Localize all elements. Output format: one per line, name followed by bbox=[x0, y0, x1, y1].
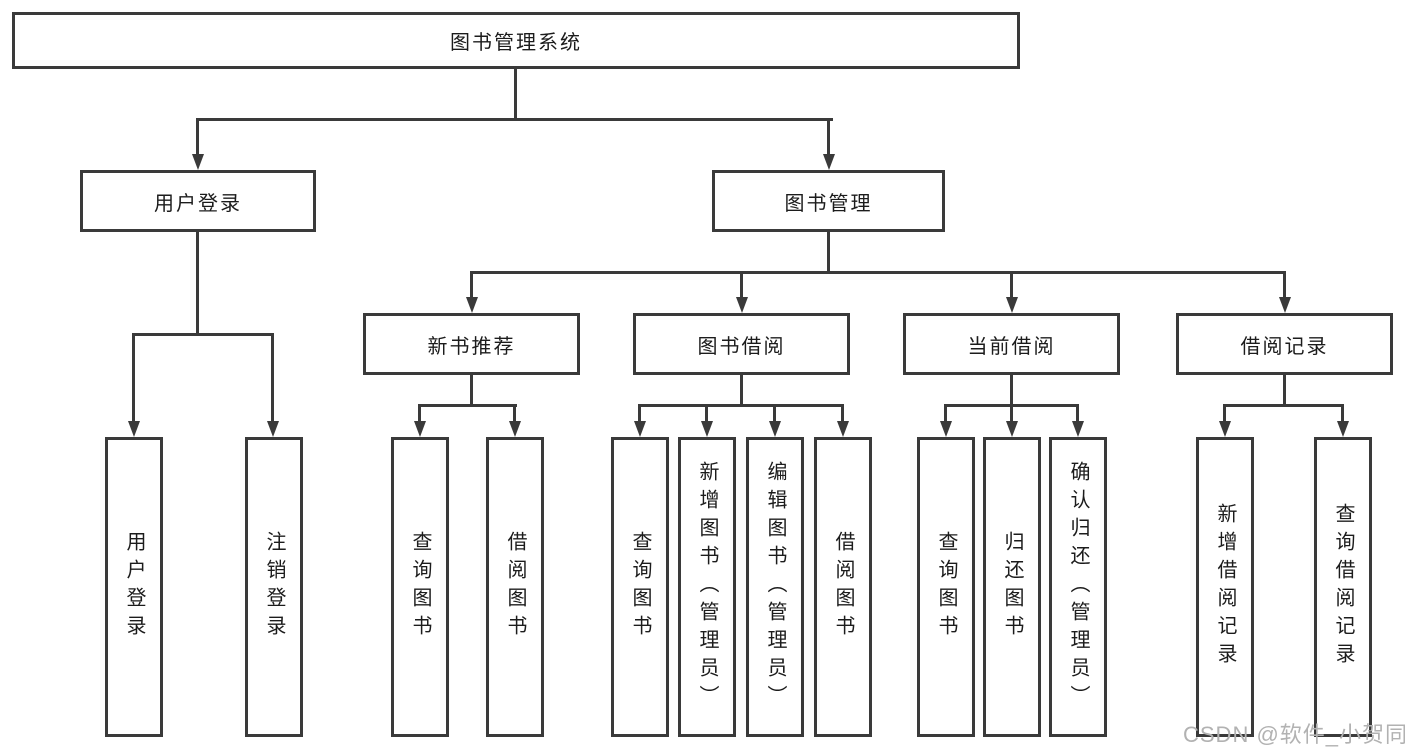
node-borrow-books-borrow: 借阅图书 bbox=[814, 437, 872, 737]
node-borrow-record: 借阅记录 bbox=[1176, 313, 1393, 375]
node-query-borrow-record: 查询借阅记录 bbox=[1314, 437, 1372, 737]
node-add-book-admin-label: 新增图书（管理员） bbox=[696, 461, 718, 713]
node-logout-leaf: 注销登录 bbox=[245, 437, 303, 737]
arrow-to-current-borrow bbox=[1010, 271, 1013, 297]
node-query-books-rec: 查询图书 bbox=[391, 437, 449, 737]
arrow-rec-borrow bbox=[513, 404, 516, 421]
node-current-borrow: 当前借阅 bbox=[903, 313, 1120, 375]
node-user-login-leaf: 用户登录 bbox=[105, 437, 163, 737]
node-book-borrow: 图书借阅 bbox=[633, 313, 850, 375]
connector-new-book-rec-rail bbox=[418, 404, 517, 407]
connector-borrow-record-stem bbox=[1283, 375, 1286, 407]
connector-book-borrow-rail bbox=[638, 404, 843, 407]
connector-user-login-rail bbox=[132, 333, 274, 336]
node-query-books-borrow-label: 查询图书 bbox=[629, 531, 651, 643]
connector-new-book-rec-stem bbox=[470, 375, 473, 407]
node-logout-leaf-label: 注销登录 bbox=[263, 531, 285, 643]
arrow-current-query bbox=[944, 404, 947, 421]
node-add-book-admin: 新增图书（管理员） bbox=[678, 437, 736, 737]
node-query-books-borrow: 查询图书 bbox=[611, 437, 669, 737]
arrow-borrow-edit bbox=[773, 404, 776, 421]
connector-borrow-record-rail bbox=[1223, 404, 1344, 407]
node-return-book: 归还图书 bbox=[983, 437, 1041, 737]
node-edit-book-admin-label: 编辑图书（管理员） bbox=[764, 461, 786, 713]
node-return-book-label: 归还图书 bbox=[1001, 531, 1023, 643]
arrow-record-add bbox=[1223, 404, 1226, 421]
node-book-mgmt-label: 图书管理 bbox=[784, 192, 873, 215]
node-query-books-rec-label: 查询图书 bbox=[409, 531, 431, 643]
node-add-borrow-record: 新增借阅记录 bbox=[1196, 437, 1254, 737]
arrow-rec-query bbox=[418, 404, 421, 421]
node-borrow-record-label: 借阅记录 bbox=[1240, 335, 1329, 358]
node-current-borrow-label: 当前借阅 bbox=[967, 335, 1056, 358]
node-user-login: 用户登录 bbox=[80, 170, 316, 232]
arrow-to-book-mgmt bbox=[827, 118, 830, 154]
node-confirm-return-admin-label: 确认归还（管理员） bbox=[1067, 461, 1089, 713]
node-book-borrow-label: 图书借阅 bbox=[697, 335, 786, 358]
arrow-to-leaf-login bbox=[132, 333, 135, 421]
node-root: 图书管理系统 bbox=[12, 12, 1020, 69]
node-root-label: 图书管理系统 bbox=[450, 32, 582, 54]
arrow-to-new-book-rec bbox=[470, 271, 473, 297]
arrow-borrow-query bbox=[638, 404, 641, 421]
connector-book-mgmt-rail bbox=[470, 271, 1285, 274]
node-edit-book-admin: 编辑图书（管理员） bbox=[746, 437, 804, 737]
node-book-mgmt: 图书管理 bbox=[712, 170, 945, 232]
arrow-current-return bbox=[1010, 404, 1013, 421]
arrow-to-book-borrow bbox=[740, 271, 743, 297]
csdn-watermark: CSDN @软件_小贺同学 bbox=[1183, 722, 1405, 747]
arrow-current-confirm bbox=[1076, 404, 1079, 421]
connector-root-stem bbox=[514, 69, 517, 120]
node-borrow-books-borrow-label: 借阅图书 bbox=[832, 531, 854, 643]
arrow-to-user-login bbox=[196, 118, 199, 154]
arrow-borrow-borrow bbox=[841, 404, 844, 421]
connector-root-rail bbox=[197, 118, 833, 121]
node-query-books-current-label: 查询图书 bbox=[935, 531, 957, 643]
connector-current-borrow-stem bbox=[1010, 375, 1013, 407]
connector-book-borrow-stem bbox=[740, 375, 743, 407]
arrow-record-query bbox=[1341, 404, 1344, 421]
arrow-to-borrow-record bbox=[1283, 271, 1286, 297]
connector-book-mgmt-stem bbox=[827, 232, 830, 274]
node-query-books-current: 查询图书 bbox=[917, 437, 975, 737]
node-new-book-rec: 新书推荐 bbox=[363, 313, 580, 375]
node-confirm-return-admin: 确认归还（管理员） bbox=[1049, 437, 1107, 737]
connector-user-login-stem bbox=[196, 232, 199, 336]
node-borrow-books-rec: 借阅图书 bbox=[486, 437, 544, 737]
node-user-login-label: 用户登录 bbox=[154, 192, 242, 215]
node-new-book-rec-label: 新书推荐 bbox=[427, 335, 516, 358]
arrow-to-leaf-logout bbox=[271, 333, 274, 421]
node-query-borrow-record-label: 查询借阅记录 bbox=[1332, 503, 1354, 671]
node-user-login-leaf-label: 用户登录 bbox=[123, 531, 145, 643]
node-add-borrow-record-label: 新增借阅记录 bbox=[1214, 503, 1236, 671]
arrow-borrow-add bbox=[705, 404, 708, 421]
node-borrow-books-rec-label: 借阅图书 bbox=[504, 531, 526, 643]
